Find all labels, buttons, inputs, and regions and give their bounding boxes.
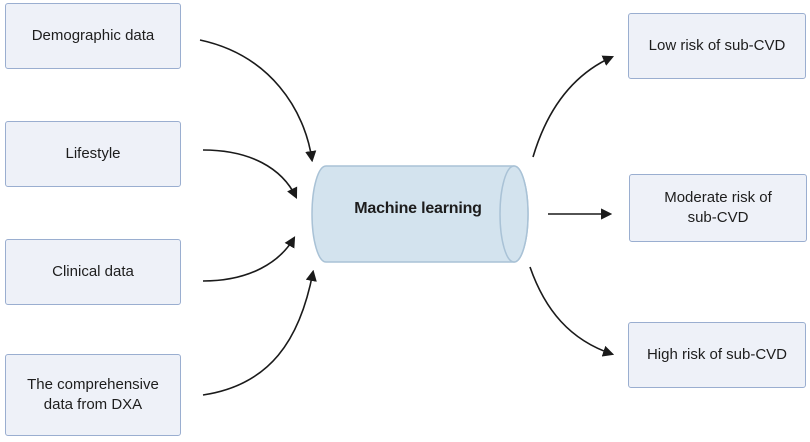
output-low-risk-label: Low risk of sub-CVD	[648, 36, 786, 54]
output-moderate-label-line2: sub-CVD	[687, 209, 749, 226]
arrow-lifestyle-to-ml	[202, 149, 298, 200]
input-lifestyle: Lifestyle	[5, 121, 181, 187]
input-clinical-label: Clinical data	[52, 262, 134, 280]
arrow-demographic-to-ml	[199, 39, 317, 163]
arrow-dxa-to-ml	[202, 269, 317, 396]
input-dxa-label-line2: data from DXA	[43, 396, 143, 413]
output-moderate-risk: Moderate risk of sub-CVD	[629, 174, 807, 242]
output-high-risk-label: High risk of sub-CVD	[646, 345, 788, 363]
output-low-risk: Low risk of sub-CVD	[628, 13, 806, 79]
output-high-risk: High risk of sub-CVD	[628, 322, 806, 388]
arrow-ml-to-high	[529, 266, 615, 357]
input-clinical-data: Clinical data	[5, 239, 181, 305]
arrow-ml-to-low	[532, 55, 615, 158]
input-dxa-data: The comprehensive data from DXA	[5, 354, 181, 436]
input-dxa-label-line1: The comprehensive	[27, 375, 159, 393]
output-moderate-label-line1: Moderate risk of	[664, 188, 772, 206]
machine-learning-label: Machine learning	[354, 200, 482, 217]
machine-learning-cylinder	[311, 165, 529, 263]
input-demographic-label: Demographic data	[31, 26, 155, 44]
input-demographic-data: Demographic data	[5, 3, 181, 69]
arrow-clinical-to-ml	[202, 236, 296, 282]
input-lifestyle-label: Lifestyle	[65, 144, 121, 162]
